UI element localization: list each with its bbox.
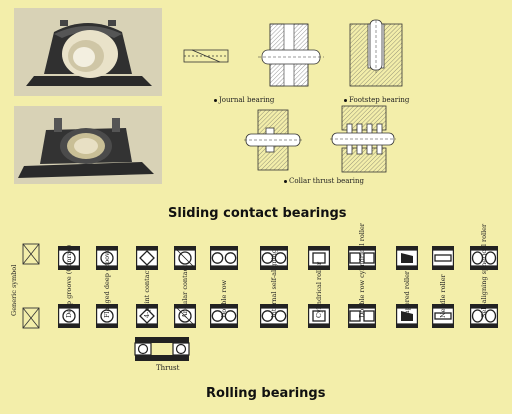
bearing-label-ball2: Double row	[220, 279, 228, 318]
bearing-symbol-ball2	[210, 246, 238, 328]
bearing-symbol-ball	[58, 246, 80, 328]
collar-thrust-sketch-single	[244, 109, 302, 171]
journal-bearing-sketch	[183, 23, 324, 87]
bearing-label-needle: Needle roller	[439, 274, 447, 318]
plummer-block-assembled-drawing	[14, 8, 162, 96]
bearing-label-roller2: Double row cylindrical roller	[358, 223, 366, 318]
plummer-block-photo-assembled	[14, 8, 162, 96]
bearing-symbol-ball4	[136, 246, 158, 328]
footstep-bearing-sketch	[349, 19, 403, 87]
bearing-symbol-selfalign	[260, 246, 288, 328]
bearing-label-ballang: Angular contact	[181, 265, 189, 318]
bearing-symbol-roller	[308, 246, 330, 328]
generic-symbol	[22, 243, 40, 329]
bearing-label-ball: Deep groove (Conrad)	[65, 244, 73, 318]
bearing-symbol-ballflange	[96, 246, 118, 328]
sliding-contact-bearings-title: Sliding contact bearings	[168, 206, 347, 221]
bearing-label-taper: Tapered roller	[403, 270, 411, 318]
bearing-symbol-roller2	[348, 246, 376, 328]
thrust-bearing-symbol	[134, 337, 190, 361]
footstep-bearing-label: Footstep bearing	[344, 96, 409, 104]
rolling-bearings-title: Rolling bearings	[206, 386, 326, 401]
bearing-label-roller: Cylindrical roller	[315, 261, 323, 318]
collar-thrust-bearing-label: Collar thrust bearing	[284, 177, 364, 185]
bearing-symbol-taper	[396, 246, 418, 328]
bearing-symbol-needle	[432, 246, 454, 328]
bearing-label-selfalign: Internal self-aligning	[270, 249, 278, 318]
bearing-label-ball4: 4-point contact	[143, 268, 151, 318]
bearing-label-spherical: Self-aligning spherical roller	[480, 223, 488, 318]
plummer-block-photo-open	[14, 106, 162, 184]
generic-symbol-label: Generic symbol	[10, 264, 18, 316]
bearing-symbol-ballang	[174, 246, 196, 328]
collar-thrust-sketch-multi	[330, 105, 396, 173]
bearing-label-ballflange: Flanged deep groove	[103, 248, 111, 318]
bearing-symbol-spherical	[470, 246, 498, 328]
thrust-bearing-label: Thrust	[156, 364, 180, 372]
journal-bearing-label: Journal bearing	[214, 96, 274, 104]
plummer-block-open-drawing	[14, 106, 162, 184]
